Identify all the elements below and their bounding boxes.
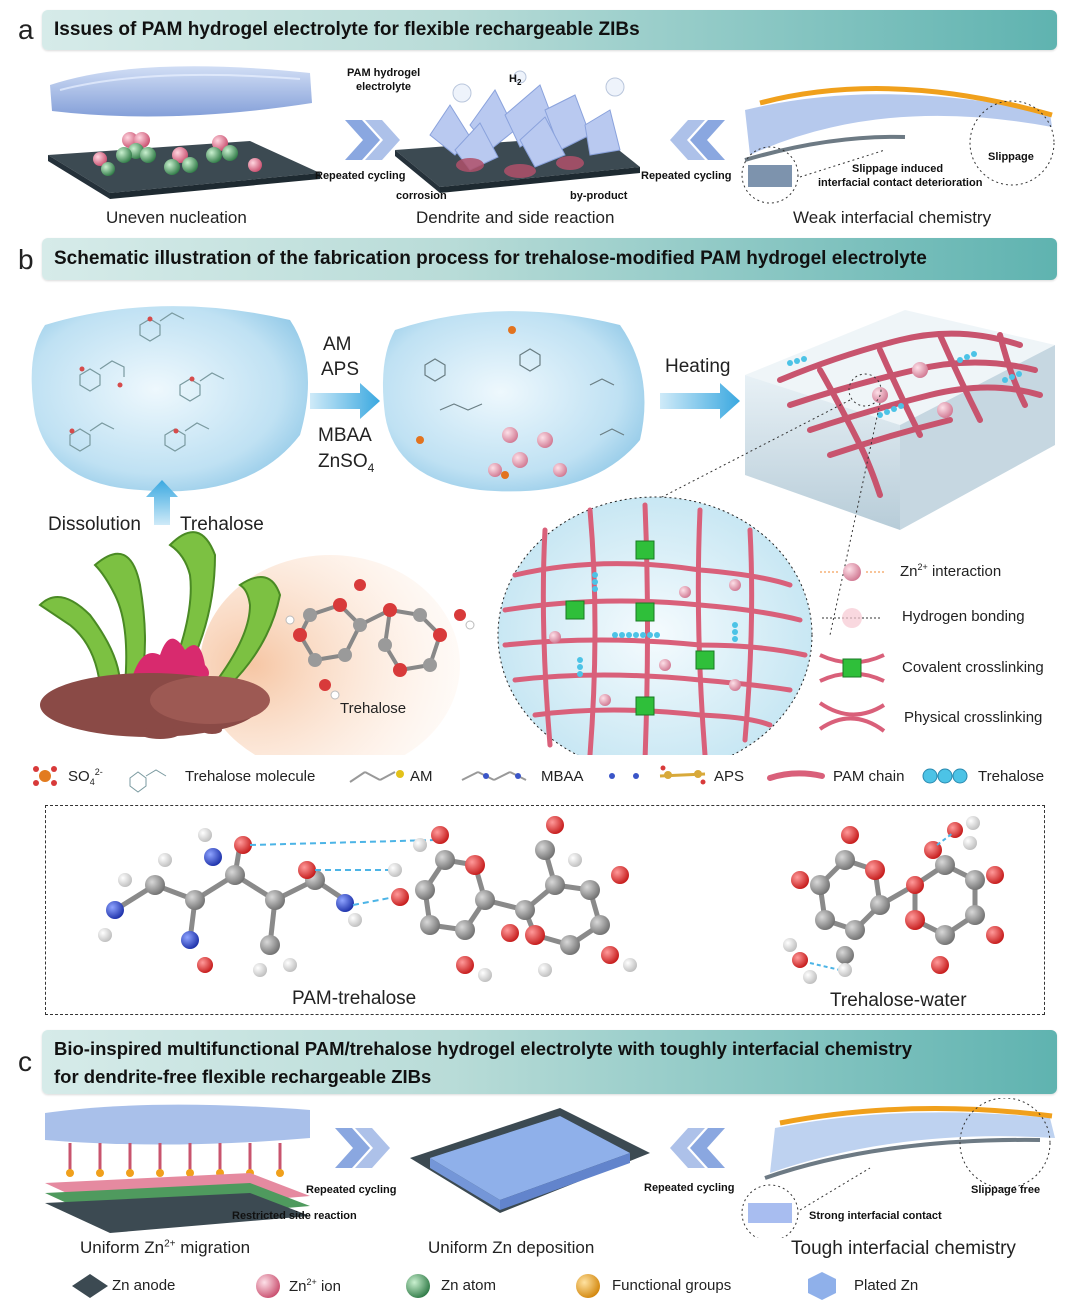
caption-uniform-zn-migration: Uniform Zn2+ migration: [80, 1238, 250, 1258]
repeated-cycling-c-left: Repeated cycling: [306, 1184, 396, 1196]
panel-b-illustration: [0, 285, 1080, 755]
repeated-cycling-a-left: Repeated cycling: [315, 170, 405, 182]
caption-tough-interfacial-chemistry: Tough interfacial chemistry: [791, 1238, 1016, 1260]
trehalose-label: Trehalose: [180, 514, 264, 536]
zn-anode-icon: [72, 1274, 108, 1298]
legend-plated-zn: Plated Zn: [854, 1277, 918, 1294]
legend-zn-ion: Zn2+ ion: [289, 1277, 341, 1295]
trehalose-beads-icon: [923, 769, 967, 783]
functional-groups-icon: [576, 1274, 600, 1298]
legend-pam-chain: PAM chain: [833, 768, 904, 785]
mbaa-icon: [462, 772, 526, 780]
hydrogel-network-block: [745, 310, 1055, 530]
legend-zn-anode: Zn anode: [112, 1277, 175, 1294]
repeated-cycling-c-right: Repeated cycling: [644, 1182, 734, 1194]
slippage-free-label: Slippage free: [971, 1184, 1040, 1196]
panel-c-letter: c: [18, 1046, 32, 1078]
legend-physical-crosslinking: Physical crosslinking: [904, 709, 1042, 726]
uniform-deposition-figure: [410, 1108, 650, 1213]
strong-contact-label: Strong interfacial contact: [809, 1210, 942, 1222]
uneven-nucleation-figure: [48, 66, 320, 199]
corrosion-label: corrosion: [396, 190, 447, 202]
legend-trehalose-molecule: Trehalose molecule: [185, 768, 315, 785]
legend-hydrogen-bonding: Hydrogen bonding: [902, 608, 1025, 625]
slippage-induced-label-1: Slippage induced: [852, 163, 943, 175]
legend-mbaa: MBAA: [541, 768, 584, 785]
forward-chevrons-a: [345, 120, 400, 160]
pam-fragment-model: [115, 845, 345, 945]
aps-icon: [609, 766, 706, 785]
legend-zn-atom: Zn atom: [441, 1277, 496, 1294]
caption-uniform-zn-deposition: Uniform Zn deposition: [428, 1238, 594, 1258]
heating-arrow: [660, 383, 740, 419]
znso4-label: ZnSO4: [318, 451, 374, 475]
dendrite-figure: [395, 71, 640, 193]
trehalose-molecule-icon: [130, 770, 166, 792]
legend-trehalose: Trehalose: [978, 768, 1044, 785]
backward-chevrons-c: [670, 1128, 725, 1168]
trehalose-water-caption: Trehalose-water: [830, 990, 967, 1012]
repeated-cycling-a-right: Repeated cycling: [641, 170, 731, 182]
legend-functional-groups: Functional groups: [612, 1277, 731, 1294]
so4-icon: [33, 766, 57, 786]
slippage-label: Slippage: [988, 151, 1034, 163]
aps-label: APS: [321, 359, 359, 381]
legend-right-icons: [820, 563, 884, 731]
caption-dendrite-side-reaction: Dendrite and side reaction: [416, 208, 614, 228]
trehalose-molecule-caption: Trehalose: [340, 700, 406, 717]
am-label: AM: [323, 334, 352, 356]
restricted-side-reaction-label: Restricted side reaction: [232, 1210, 357, 1222]
panel-a-title-banner: Issues of PAM hydrogel electrolyte for f…: [42, 10, 1057, 50]
interaction-molecules: [45, 805, 1045, 1015]
panel-b-title: Schematic illustration of the fabricatio…: [54, 248, 927, 270]
slippage-induced-label-2: interfacial contact deterioration: [818, 177, 982, 189]
caption-uneven-nucleation: Uneven nucleation: [106, 208, 247, 228]
panel-b-letter: b: [18, 244, 34, 276]
dissolution-label: Dissolution: [48, 514, 141, 536]
trehalose-model-2: [783, 816, 1004, 984]
panel-a-letter: a: [18, 14, 34, 46]
backward-chevrons-a: [670, 120, 725, 160]
process-arrow-1: [310, 383, 380, 419]
network-zoom-circle: [498, 497, 812, 755]
h2-label: H2: [509, 73, 521, 87]
precursor-solution-droplet: [383, 311, 645, 491]
am-icon: [350, 770, 404, 782]
panel-c-title-line2: for dendrite-free flexible rechargeable …: [54, 1066, 431, 1088]
pam-chain-icon: [770, 773, 822, 778]
panel-c-title-line1: Bio-inspired multifunctional PAM/trehalo…: [54, 1038, 912, 1060]
caption-weak-interfacial-chemistry: Weak interfacial chemistry: [793, 208, 991, 228]
heating-label: Heating: [665, 356, 731, 378]
panel-c-title-banner: Bio-inspired multifunctional PAM/trehalo…: [42, 1030, 1057, 1094]
pam-hydrogel-label-1: PAM hydrogel: [347, 67, 420, 79]
zn-ion-icon: [256, 1274, 280, 1298]
legend-covalent-crosslinking: Covalent crosslinking: [902, 659, 1044, 676]
pam-trehalose-caption: PAM-trehalose: [292, 988, 416, 1010]
legend-row-icons: [0, 760, 1080, 794]
mbaa-label: MBAA: [318, 425, 372, 447]
legend-so4: SO42-: [68, 767, 103, 787]
legend-aps: APS: [714, 768, 744, 785]
forward-chevrons-c: [335, 1128, 390, 1168]
by-product-label: by-product: [570, 190, 627, 202]
panel-b-title-banner: Schematic illustration of the fabricatio…: [42, 238, 1057, 280]
legend-am: AM: [410, 768, 433, 785]
plated-zn-icon: [808, 1272, 836, 1300]
trehalose-solution-droplet: [32, 306, 308, 491]
panel-a-title: Issues of PAM hydrogel electrolyte for f…: [54, 19, 640, 41]
zn-atom-icon: [406, 1274, 430, 1298]
seaweed-illustration: [40, 532, 460, 755]
pam-hydrogel-label-2: electrolyte: [356, 81, 411, 93]
trehalose-model-1: [388, 816, 637, 982]
legend-zn-interaction: Zn2+ interaction: [900, 562, 1001, 580]
